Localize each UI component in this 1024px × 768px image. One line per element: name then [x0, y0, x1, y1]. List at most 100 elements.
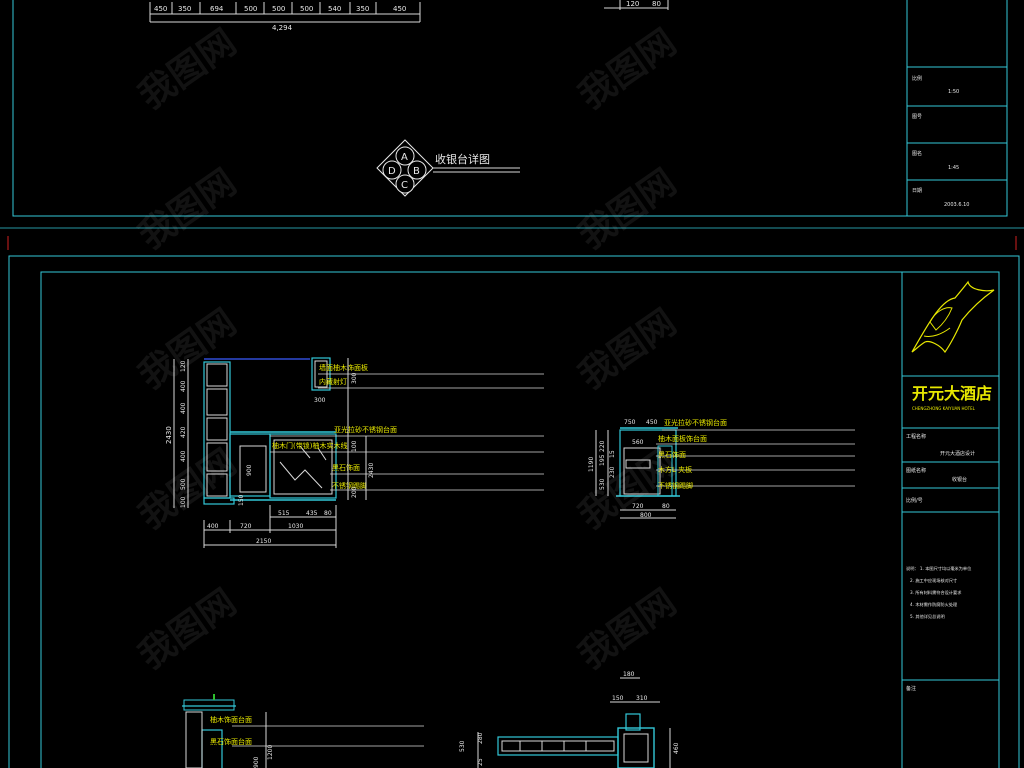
annotation: 黑石饰面	[332, 463, 360, 472]
top-title-block: 比例 1:50 图号 图名 1:45 日期 2003.6.10	[906, 0, 1008, 217]
crop-marks	[7, 236, 1017, 250]
tb-note: 说明： 1. 本图尺寸均以毫米为单位	[906, 565, 971, 572]
logo-subtext: CHENGZHONG KAIYUAN HOTEL	[912, 406, 976, 411]
dim-label: 350	[356, 5, 369, 13]
dim-label: 530	[459, 740, 466, 752]
lower-left-detail: 柚木饰面台面 黑石饰面台面 1200 900	[182, 694, 424, 768]
tb-drawing-value: 收银台	[952, 476, 967, 483]
dim-total: 1190	[588, 457, 595, 472]
dim-label: 460	[673, 742, 680, 754]
annotation: 黑石饰面	[658, 450, 686, 459]
dim-label: 80	[324, 510, 332, 517]
dim-label: 100	[351, 440, 358, 452]
watermark: 我图网	[572, 162, 684, 258]
dim-label: 1030	[288, 523, 303, 530]
dim-label: 100	[180, 496, 187, 508]
dim-label: 400	[207, 523, 219, 530]
tb-note: 4. 木材需作防腐防火处理	[910, 601, 958, 608]
lower-right-detail: 180 150 310 530 280 25 460	[459, 671, 680, 768]
dim-label: 120	[180, 360, 187, 372]
dim-label: 450	[393, 5, 406, 13]
dim-label: 180	[623, 671, 635, 678]
dim-label: 220	[599, 440, 606, 452]
tb-value: 1:50	[948, 89, 959, 95]
dim-label: 750	[624, 419, 636, 426]
dim-label: 280	[477, 732, 484, 744]
annotation: 不锈钢踢脚	[658, 481, 693, 490]
annotation: 亚光拉砂不锈钢台面	[664, 418, 727, 427]
annotation: 黑石饰面台面	[210, 737, 252, 746]
dim-label: 350	[178, 5, 191, 13]
dim-label: 400	[180, 450, 187, 462]
tb-value: 2003.6.10	[944, 202, 969, 208]
tb-value: 1:45	[948, 165, 959, 171]
marker-letter-a: A	[401, 152, 408, 163]
marker-letter-d: D	[388, 166, 396, 177]
watermark: 我图网	[572, 22, 684, 118]
dim-label: 900	[253, 756, 260, 768]
dim-label: 310	[636, 695, 648, 702]
dim-total: 2430	[165, 426, 173, 444]
tb-notes: 说明： 1. 本图尺寸均以毫米为单位 2. 施工中应现场核对尺寸 3. 所有材料…	[906, 565, 971, 620]
bottom-title-block: 开元大酒店 CHENGZHONG KAIYUAN HOTEL 工程名称 开元大酒…	[902, 280, 999, 692]
dim-label: 500	[300, 5, 313, 13]
dim-label: 515	[278, 510, 290, 517]
tb-note: 3. 所有材料需符合设计要求	[910, 589, 962, 596]
dim-label: 694	[210, 5, 224, 13]
tb-project-value: 开元大酒店设计	[940, 450, 975, 457]
dim-label: 25	[477, 758, 484, 766]
dim-label: 720	[240, 523, 252, 530]
logo-text: 开元大酒店	[912, 384, 992, 403]
top-detail-snippet: 120 80	[604, 0, 669, 10]
annotation: 内藏射灯	[319, 377, 347, 386]
dim-label: 1200	[267, 745, 274, 760]
dim-label: 720	[632, 503, 644, 510]
tb-drawing-label: 图纸名称	[906, 467, 926, 474]
tb-note: 5. 其他详见总说明	[910, 613, 945, 620]
marker-letter-b: B	[413, 166, 420, 177]
tb-remark-label: 备注	[906, 685, 916, 692]
dim-label: 120	[626, 0, 639, 8]
dim-label: 500	[244, 5, 257, 13]
dim-label: 200	[351, 486, 358, 498]
dim-label: 150	[238, 494, 245, 506]
dim-label: 230	[609, 466, 616, 478]
dim-label: 500	[272, 5, 285, 13]
dim-label: 300	[314, 397, 326, 404]
tb-note: 2. 施工中应现场核对尺寸	[910, 577, 957, 584]
watermark: 我图网	[572, 582, 684, 678]
dim-label: 450	[646, 419, 658, 426]
tb-label: 图名	[912, 150, 922, 157]
annotation: 不锈钢踢脚	[332, 481, 367, 490]
dim-label: 300	[351, 372, 358, 384]
watermark: 我图网	[132, 22, 244, 118]
hotel-logo: 开元大酒店 CHENGZHONG KAIYUAN HOTEL	[911, 280, 995, 411]
dim-total: 2150	[256, 538, 271, 545]
annotation: 柚木饰面台面	[210, 715, 252, 724]
dim-label: 900	[246, 464, 253, 476]
watermark: 我图网	[132, 582, 244, 678]
annotation: 柚木门(带锁)柚木实木线	[272, 441, 347, 450]
dim-total: 800	[640, 512, 652, 519]
tb-label: 比例	[912, 75, 922, 82]
watermark-layer: 我图网 我图网 我图网 我图网 我图网 我图网 我图网 我图网 我图网 我图网	[132, 22, 684, 678]
section-title: 收银台详图	[435, 152, 490, 166]
dim-label: 80	[652, 0, 661, 8]
counter-elevation: 墙面柚木饰面板 内藏射灯 亚光拉砂不锈钢台面 柚木门(带锁)柚木实木线 黑石饰面…	[165, 357, 544, 548]
dim-label: 2430	[368, 463, 375, 478]
dim-label: 450	[154, 5, 167, 13]
tb-label: 图号	[912, 114, 922, 120]
tb-scale-label: 比例/号	[906, 497, 923, 504]
annotation: 亚光拉砂不锈钢台面	[334, 425, 397, 434]
dim-label: 150	[612, 695, 624, 702]
dim-label: 500	[180, 478, 187, 490]
watermark: 我图网	[572, 302, 684, 398]
dim-label: 80	[662, 503, 670, 510]
dim-label: 15	[609, 450, 616, 458]
watermark: 我图网	[132, 162, 244, 258]
dim-label: 195	[599, 454, 606, 466]
dim-label: 530	[599, 478, 606, 490]
tb-project-label: 工程名称	[906, 433, 926, 440]
top-dimension-row: 450 350 694 500 500 500 540 350 450 4,29…	[149, 2, 421, 32]
